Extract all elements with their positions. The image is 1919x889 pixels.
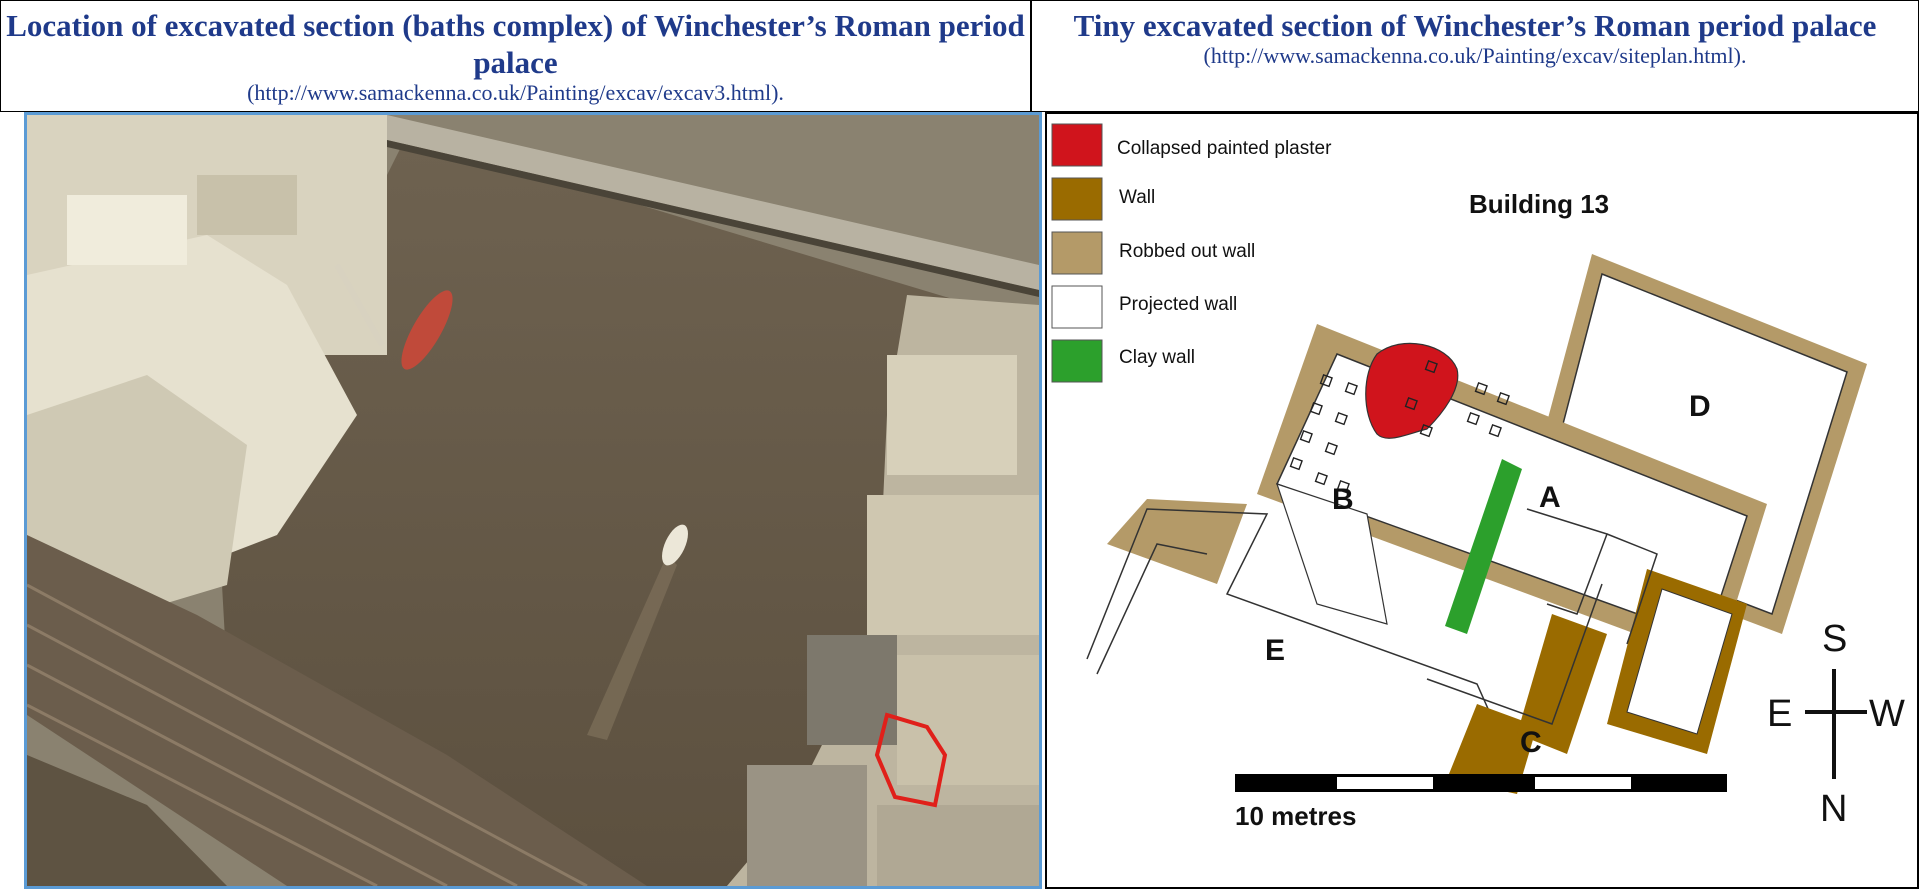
building-right-5 [877,805,1039,886]
right-header-cell: Tiny excavated section of Winchester’s R… [1031,0,1919,112]
railway-tracks [27,535,647,886]
right-title: Tiny excavated section of Winchester’s R… [1073,8,1877,43]
room-label-c: C [1520,726,1542,759]
left-header-cell: Location of excavated section (baths com… [0,0,1031,112]
excavation-outline [874,712,948,808]
wall-e-inner [1096,543,1208,675]
bridge-top [387,115,1039,290]
building-right-2 [867,495,1039,635]
building-left-roof [67,195,187,265]
compass-right: W [1869,693,1905,735]
legend-label-wall: Wall [1119,187,1155,208]
building-label: Building 13 [1469,189,1609,219]
room-c-inner [1626,588,1733,735]
wall-c-projected [1426,583,1603,725]
legend-label-robbed: Robbed out wall [1119,241,1255,262]
collapsed-plaster [1365,342,1459,439]
rail-lines [27,583,588,886]
legend-swatch-plaster [1051,123,1103,167]
pier [334,263,385,347]
scale-label: 10 metres [1235,801,1356,831]
site-plan-drawing: Collapsed painted plaster Wall Robbed ou… [1051,123,1905,831]
compass-bottom: N [1820,788,1847,830]
left-source-link[interactable]: (http://www.samackenna.co.uk/Painting/ex… [247,80,784,105]
room-a-walls-2 [1606,533,1658,645]
left-title: Location of excavated section (baths com… [6,8,1025,80]
room-a-walls [1526,508,1608,615]
aerial-photo [24,112,1042,889]
legend-swatch-projected [1051,285,1103,329]
boat-wake [587,555,677,740]
legend-label-projected: Projected wall [1119,294,1237,315]
building-left-roof-2 [197,175,297,235]
room-b-lower [1276,483,1388,625]
site-plan: Collapsed painted plaster Wall Robbed ou… [1045,112,1919,889]
legend: Collapsed painted plaster Wall Robbed ou… [1051,123,1332,383]
scale-bar: 10 metres [1235,774,1727,831]
wall-c-left [1447,704,1537,794]
compass-top: S [1822,618,1847,660]
compass-left: E [1767,693,1792,735]
boat [662,524,688,566]
legend-label-clay: Clay wall [1119,347,1195,368]
river-lower [27,755,227,886]
right-source-link[interactable]: (http://www.samackenna.co.uk/Painting/ex… [1203,43,1747,68]
moored-ship [401,290,453,370]
room-label-d: D [1689,390,1711,423]
building-left-block [27,375,247,615]
compass: S E W N [1767,618,1905,830]
legend-swatch-robbed [1051,231,1103,275]
clay-wall [1445,459,1522,634]
legend-swatch-clay [1051,339,1103,383]
building-right-1 [887,355,1017,475]
scale-bar-base [1235,774,1727,792]
hypocaust-pillars [1289,359,1510,494]
building-right-4 [747,765,867,886]
plan-walls [1086,254,1867,794]
bridge-shadow [387,140,1039,297]
room-label-b: B [1332,483,1354,516]
legend-label-plaster: Collapsed painted plaster [1117,138,1332,159]
aerial-photo-drawing [27,115,1039,886]
scale-bar-white-2 [1535,777,1631,789]
building-right-dark [807,635,897,745]
legend-swatch-wall [1051,177,1103,221]
building-right-3 [897,655,1039,785]
room-label-e: E [1265,634,1285,667]
scale-bar-white-1 [1337,777,1433,789]
room-label-a: A [1539,481,1561,514]
